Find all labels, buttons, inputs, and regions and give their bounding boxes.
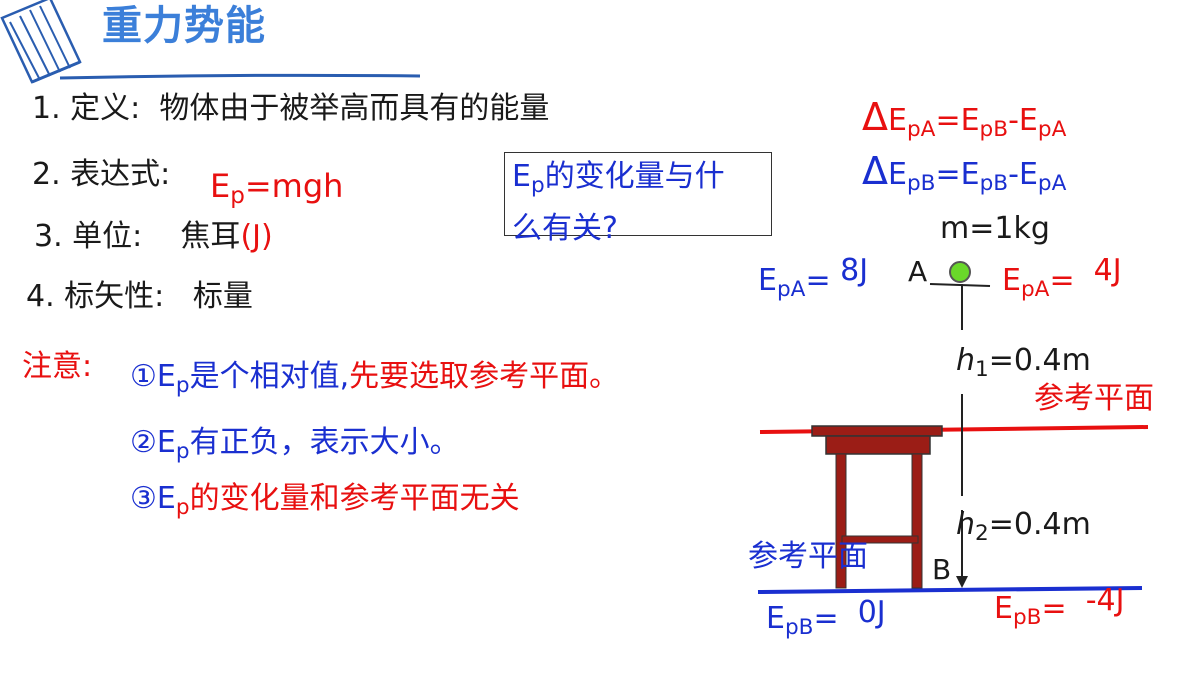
h1-h: h [956, 343, 976, 378]
h2-sub: 2 [975, 521, 989, 547]
expression-e: E [210, 167, 231, 205]
formula-b-s3: pA [1037, 171, 1067, 197]
note-2-text: 有正负，表示大小。 [189, 425, 460, 460]
note-1: ①Ep是个相对值,先要选取参考平面。 [130, 359, 620, 397]
epa-left: EpA= 8J [758, 256, 868, 301]
point-b-label: B [932, 553, 952, 586]
formula-b-mid: -E [1008, 157, 1038, 192]
epa-right-value: 4J [1093, 253, 1122, 288]
unit-text: 焦耳 [180, 219, 241, 254]
epb-right-value: -4J [1085, 583, 1125, 618]
question-line-1: Ep的变化量与什 [512, 159, 725, 197]
expression-rest: =mgh [244, 167, 344, 205]
expression-sub: p [230, 183, 245, 210]
mass-label: m=1kg [940, 211, 1050, 246]
scalar-text: 标量 [192, 279, 253, 314]
title-underline [59, 73, 421, 80]
formula-b-s2: pB [979, 171, 1009, 197]
point-a-label: A [908, 255, 928, 288]
epb-left: EpB= 0J [766, 598, 886, 639]
ball [949, 261, 971, 283]
epb-right-eq: = [1041, 591, 1067, 626]
formula-b-e1: E [888, 157, 907, 192]
epa-right-eq: = [1049, 263, 1075, 298]
h2-h: h [956, 507, 976, 542]
pencil-icon [0, 0, 82, 84]
epb-right: EpB= -4J [994, 586, 1124, 629]
epa-left-e: E [758, 263, 777, 298]
note-2-sub: p [175, 439, 190, 465]
expression-formula: Ep=mgh [210, 167, 344, 208]
epb-left-e: E [766, 601, 785, 636]
formula-a-e1: E [888, 103, 907, 138]
question-sub: p [530, 173, 545, 199]
delta-symbol: Δ [862, 95, 888, 139]
note-1-prefix: ①E [130, 359, 176, 394]
formula-a-s3: pA [1037, 117, 1067, 143]
epa-left-value: 8J [840, 253, 869, 288]
expression-label: 2. 表达式: [32, 157, 171, 192]
note-1-blue: 是个相对值, [189, 359, 350, 394]
h1-label: h1=0.4m [956, 343, 1091, 381]
reference-line-bottom [757, 586, 1143, 594]
formula-a-s1: pA [906, 117, 936, 143]
scalar-line: 4. 标矢性: 标量 [26, 282, 253, 312]
definition-number: 1. 定义: [32, 91, 141, 126]
epa-right-sub: pA [1020, 277, 1050, 303]
epa-left-eq: = [805, 263, 831, 298]
unit-line: 3. 单位: 焦耳(J) [34, 222, 273, 252]
unit-symbol: (J) [240, 219, 273, 254]
note-3-prefix: ③E [130, 481, 176, 516]
question-rest: 的变化量与什 [544, 159, 725, 194]
epb-left-eq: = [813, 601, 839, 636]
h2-label: h2=0.4m [956, 507, 1091, 545]
unit-number: 3. 单位: [34, 219, 143, 254]
h1-value: =0.4m [988, 343, 1091, 378]
reference-plane-top-label: 参考平面 [1034, 381, 1154, 416]
epa-right: EpA= 4J [1002, 256, 1122, 301]
note-label: 注意: [22, 349, 93, 384]
reference-plane-bottom-label: 参考平面 [748, 539, 868, 574]
epb-right-sub: pB [1012, 605, 1042, 631]
formula-b-s1: pB [906, 171, 936, 197]
epa-right-e: E [1002, 263, 1021, 298]
table-drawing [811, 425, 943, 589]
epb-right-e: E [994, 591, 1013, 626]
page-title: 重力势能 [102, 3, 266, 49]
note-2: ②Ep有正负，表示大小。 [130, 425, 460, 463]
note-2-prefix: ②E [130, 425, 176, 460]
arrow-down-icon [956, 576, 968, 588]
definition-line: 1. 定义: 物体由于被举高而具有的能量 [32, 94, 549, 124]
epb-left-sub: pB [784, 615, 814, 641]
question-line-2: 么有关? [512, 211, 618, 246]
epa-left-sub: pA [776, 277, 806, 303]
scalar-number: 4. 标矢性: [26, 279, 165, 314]
epb-left-value: 0J [857, 595, 886, 630]
note-1-red: 先要选取参考平面。 [349, 359, 620, 394]
point-a-shelf [929, 283, 991, 287]
definition-text: 物体由于被举高而具有的能量 [159, 91, 550, 126]
note-3-sub: p [175, 495, 190, 521]
formula-delta-b: ΔEpB=EpB-EpA [862, 149, 1066, 194]
note-3-text: 的变化量和参考平面无关 [189, 481, 520, 516]
note-1-sub: p [175, 373, 190, 399]
note-3: ③Ep的变化量和参考平面无关 [130, 481, 520, 519]
question-e: E [512, 159, 531, 194]
h2-value: =0.4m [988, 507, 1091, 542]
delta-symbol-2: Δ [862, 149, 888, 193]
formula-a-eq: =E [935, 103, 980, 138]
formula-delta-a: ΔEpA=EpB-EpA [862, 95, 1066, 140]
h1-sub: 1 [975, 357, 989, 383]
formula-a-mid: -E [1008, 103, 1038, 138]
question-box [504, 152, 772, 236]
formula-a-s2: pB [979, 117, 1009, 143]
formula-b-eq: =E [935, 157, 980, 192]
